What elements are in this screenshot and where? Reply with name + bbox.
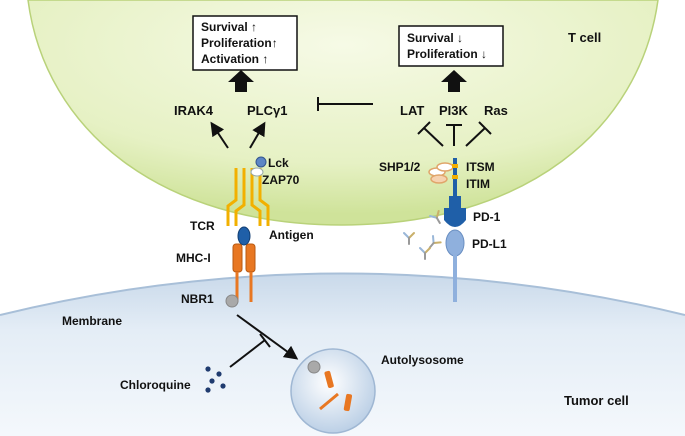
lat-label: LAT (400, 103, 424, 118)
antigen-label: Antigen (269, 228, 314, 242)
mhc1-label: MHC-I (176, 251, 211, 265)
pdl1-label: PD-L1 (472, 237, 507, 251)
tumor-membrane-line (0, 272, 685, 316)
ras-label: Ras (484, 103, 508, 118)
right-thick-arrow (441, 70, 467, 92)
right-box-line-survival: Survival ↓ (407, 31, 463, 45)
nbr1-molecule (225, 294, 239, 308)
inhibit-pi3k (446, 124, 462, 146)
itim-label: ITIM (466, 177, 490, 191)
antibody-icons (403, 210, 442, 260)
zap70-molecule (250, 167, 264, 177)
left-outcome-box: Survival ↑ Proliferation↑ Activation ↑ (192, 15, 298, 71)
pdl1-ligand (445, 229, 465, 302)
nbr1-label: NBR1 (181, 292, 214, 306)
irak4-label: IRAK4 (174, 103, 214, 118)
cross-pathway-inhibition (317, 97, 373, 111)
mhc1-receptor (232, 243, 256, 302)
pd1-label: PD-1 (473, 210, 501, 224)
lck-label: Lck (268, 156, 289, 170)
antigen-molecule (237, 226, 251, 246)
t-cell-label: T cell (568, 30, 601, 45)
arrow-to-autolysosome (236, 314, 299, 360)
shp12-label: SHP1/2 (379, 160, 421, 174)
shp12-molecule (428, 162, 454, 184)
left-box-line-survival: Survival ↑ (201, 20, 257, 34)
t-cell-region (27, 0, 659, 226)
tumor-cell-label: Tumor cell (564, 393, 629, 408)
itsm-itim-motif (452, 158, 458, 198)
autolysosome-label: Autolysosome (381, 353, 464, 367)
tcr-receptor (226, 168, 270, 226)
right-box-line-proliferation: Proliferation ↓ (407, 47, 487, 61)
chloroquine-particles (205, 366, 226, 393)
chloroquine-label: Chloroquine (120, 378, 191, 392)
membrane-label: Membrane (62, 314, 122, 328)
left-box-line-activation: Activation ↑ (201, 52, 268, 66)
inhibit-ras (465, 121, 492, 147)
inhibit-lat (417, 121, 444, 147)
plcg1-label: PLCγ1 (247, 103, 287, 118)
itsm-label: ITSM (466, 160, 495, 174)
lck-molecule (255, 156, 267, 168)
arrow-to-plcg1 (249, 121, 266, 149)
autolysosome (290, 348, 376, 434)
left-box-line-proliferation: Proliferation↑ (201, 36, 278, 50)
left-thick-arrow (228, 70, 254, 92)
pi3k-label: PI3K (439, 103, 469, 118)
zap70-label: ZAP70 (262, 173, 300, 187)
right-outcome-box: Survival ↓ Proliferation ↓ (398, 25, 504, 67)
chloroquine-inhibition (229, 333, 271, 368)
arrow-to-irak4 (210, 121, 229, 149)
pd1-receptor (444, 196, 466, 227)
tcr-label: TCR (190, 219, 215, 233)
